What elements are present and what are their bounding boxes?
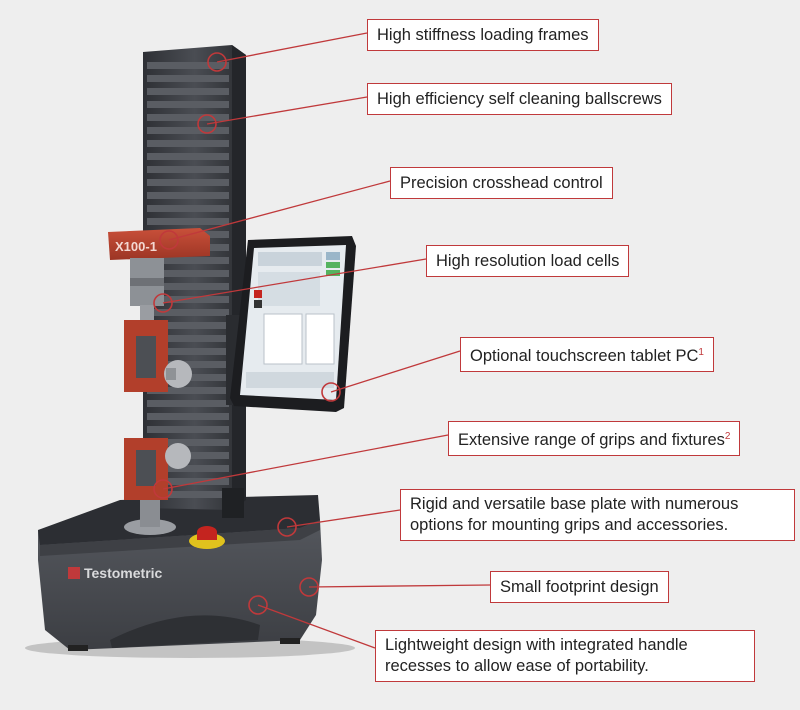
column-slat bbox=[147, 257, 229, 264]
column-slat bbox=[147, 127, 229, 134]
leader-line-crosshead bbox=[168, 180, 391, 241]
target-circle-footprint bbox=[299, 577, 319, 597]
target-circle-crosshead bbox=[159, 230, 179, 250]
column-slat bbox=[147, 335, 229, 342]
target-circle-loadcells bbox=[153, 293, 173, 313]
crosshead-model-label: X100-1 bbox=[115, 239, 157, 254]
callout-tablet-pc-text: Optional touchscreen tablet PC bbox=[470, 347, 699, 365]
column-slat bbox=[147, 387, 229, 394]
callout-ballscrews: High efficiency self cleaning ballscrews bbox=[367, 83, 672, 115]
callout-grips-fixtures: Extensive range of grips and fixtures2 bbox=[448, 421, 741, 456]
brand-name: Testometric bbox=[84, 565, 163, 581]
column-slat bbox=[147, 179, 229, 186]
column-slat bbox=[147, 62, 229, 69]
footnote-marker-2: 2 bbox=[724, 431, 731, 442]
upper-grip-knob-shaft bbox=[166, 368, 176, 380]
base-plate-edge bbox=[40, 520, 320, 556]
lower-grip-knob bbox=[165, 443, 191, 469]
column-slat bbox=[147, 140, 229, 147]
upper-grip-window bbox=[136, 336, 156, 378]
base-plate bbox=[38, 495, 320, 545]
column-slat bbox=[147, 270, 229, 277]
column-slat bbox=[147, 218, 229, 225]
brand-logo-mark bbox=[68, 567, 80, 579]
target-circle-lightweight bbox=[248, 595, 268, 615]
column-slat bbox=[147, 478, 229, 485]
callout-tablet-pc: Optional touchscreen tablet PC1 bbox=[460, 337, 714, 372]
lower-grip-window bbox=[136, 450, 156, 486]
target-circle-baseplate bbox=[277, 517, 297, 537]
load-cell-shadow bbox=[130, 278, 164, 286]
column-slat bbox=[147, 439, 229, 446]
column-slat bbox=[147, 296, 229, 303]
callout-grips-fixtures-text: Extensive range of grips and fixtures bbox=[458, 431, 725, 449]
column-slat bbox=[147, 283, 229, 290]
leader-line-baseplate bbox=[286, 509, 401, 528]
target-circle-grips bbox=[153, 479, 173, 499]
column-slat bbox=[147, 101, 229, 108]
footnote-marker-1: 1 bbox=[698, 347, 704, 358]
emergency-stop-stem bbox=[197, 532, 217, 540]
leader-line-footprint bbox=[308, 584, 491, 588]
column-slat bbox=[147, 166, 229, 173]
column-slat bbox=[147, 192, 229, 199]
base-foot-left bbox=[68, 645, 88, 651]
column-slat bbox=[147, 205, 229, 212]
tablet-ui bbox=[246, 252, 340, 388]
upper-grip-stem bbox=[140, 305, 154, 323]
callout-load-cells: High resolution load cells bbox=[426, 245, 630, 277]
leader-line-loadcells bbox=[162, 258, 427, 304]
column-slat bbox=[147, 426, 229, 433]
lower-column-block bbox=[222, 488, 244, 518]
callout-loading-frames: High stiffness loading frames bbox=[367, 19, 599, 51]
leader-line-tablet bbox=[330, 350, 461, 393]
callout-base-plate: Rigid and versatile base plate with nume… bbox=[400, 489, 795, 541]
column-slat bbox=[147, 322, 229, 329]
target-circle-ballscrews bbox=[197, 114, 217, 134]
column-slat bbox=[147, 153, 229, 160]
callout-small-footprint: Small footprint design bbox=[490, 571, 669, 603]
column-slat bbox=[147, 75, 229, 82]
column-slat bbox=[147, 348, 229, 355]
leader-line-lightweight bbox=[257, 604, 376, 649]
base-foot-right bbox=[280, 638, 300, 644]
column-slat bbox=[147, 491, 229, 498]
upper-grip-knob bbox=[164, 360, 192, 388]
callout-crosshead-control: Precision crosshead control bbox=[390, 167, 613, 199]
handle-recess bbox=[110, 615, 260, 648]
lower-fixture-stem bbox=[140, 497, 160, 527]
column-slat bbox=[147, 465, 229, 472]
column-slat bbox=[147, 114, 229, 121]
leader-line-grips bbox=[162, 434, 449, 490]
leader-line-frames bbox=[216, 32, 368, 63]
callout-lightweight-design: Lightweight design with integrated handl… bbox=[375, 630, 755, 682]
target-circle-tablet bbox=[321, 382, 341, 402]
target-circle-frames bbox=[207, 52, 227, 72]
column-slat bbox=[147, 88, 229, 95]
column-slat bbox=[147, 413, 229, 420]
column-slat bbox=[147, 309, 229, 316]
leader-line-ballscrews bbox=[206, 96, 368, 125]
column-slat bbox=[147, 400, 229, 407]
